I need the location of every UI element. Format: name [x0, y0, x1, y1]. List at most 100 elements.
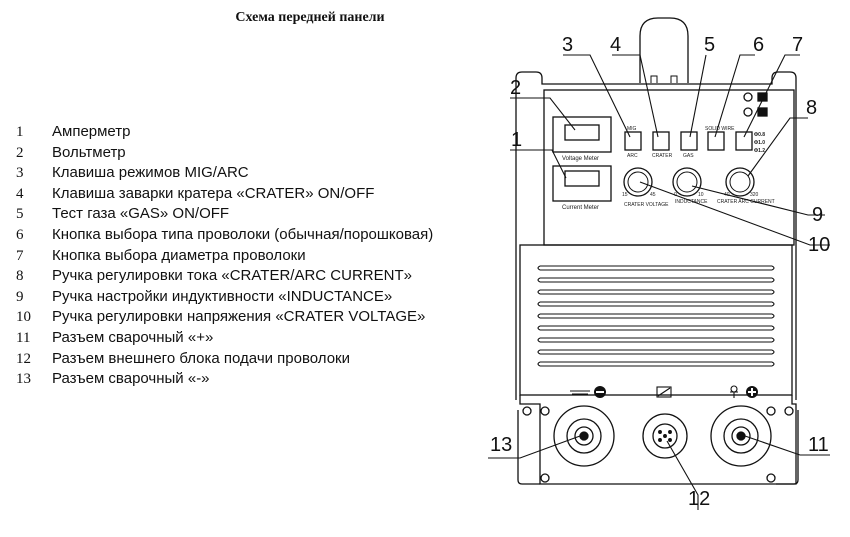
screw [540, 406, 550, 416]
voltmeter-frame [552, 116, 612, 153]
legend-number: 7 [16, 247, 24, 264]
ammeter-display [564, 170, 600, 187]
mig-arc-switch [624, 131, 642, 151]
callout-4: 4 [610, 34, 621, 56]
callout-11: 11 [808, 434, 829, 456]
dia-12-label: Φ1.2 [754, 148, 765, 154]
crater-voltage-knob [623, 167, 653, 197]
legend-item: 6 Кнопка выбора типа проволоки (обычная/п… [16, 225, 433, 246]
crater-voltage-knob-inner [627, 171, 649, 193]
wire-feeder-icon [656, 386, 672, 398]
indicator-lamp-2 [743, 107, 753, 117]
diagram-title: Схема передней панели [235, 10, 385, 25]
legend-number: 2 [16, 144, 24, 161]
ventilation-grille [537, 265, 775, 367]
mig-label: MIG [627, 126, 637, 132]
legend-number: 8 [16, 268, 24, 285]
legend-number: 3 [16, 165, 24, 182]
callout-8: 8 [806, 97, 817, 119]
legend-text: Тест газа «GAS» ON/OFF [52, 205, 230, 223]
callout-9: 9 [812, 204, 823, 226]
legend-item: 10 Ручка регулировки напряжения «CRATER V… [16, 307, 433, 328]
indicator-lamp-1 [743, 92, 753, 102]
legend-text: Амперметр [52, 123, 131, 140]
leader-lines [488, 54, 830, 510]
plus-socket-pin [736, 431, 746, 441]
callout-3: 3 [562, 34, 573, 56]
legend-number: 1 [16, 124, 24, 140]
legend-text: Кнопка выбора типа проволоки (обычная/по… [52, 225, 434, 243]
callout-12: 12 [688, 488, 710, 510]
left-foot [517, 410, 540, 485]
legend-text: Вольтметр [52, 143, 126, 161]
scale-10: 10 [698, 192, 704, 198]
dia-08-label: Φ0.8 [754, 132, 765, 138]
legend-number: 13 [16, 371, 31, 388]
plus-socket-core [731, 426, 751, 446]
callout-10: 10 [808, 234, 830, 256]
callout-5: 5 [704, 34, 715, 56]
voltmeter-display [564, 124, 600, 141]
wire-diameter-button [735, 131, 753, 151]
ammeter-frame [552, 165, 612, 202]
arc-current-label: CRATER ARC CURRENT [717, 199, 775, 205]
legend-text: Разъем сварочный «-» [52, 370, 210, 388]
voltage-meter-label: Voltage Meter [562, 156, 599, 162]
minus-socket-pin [579, 431, 589, 441]
screw [540, 473, 550, 483]
solid-wire-label: SOLID WIRE [705, 126, 735, 132]
legend-text: Ручка регулировки тока «CRATER/ARC CURRE… [52, 267, 412, 285]
feeder-socket-ring [652, 423, 678, 449]
legend-item: 13 Разъем сварочный «-» [16, 369, 433, 390]
legend-number: 9 [16, 288, 24, 305]
legend-number: 10 [16, 309, 31, 326]
feeder-socket-bezel [642, 413, 688, 459]
legend-number: 5 [16, 206, 24, 223]
legend-text: Разъем внешнего блока подачи проволоки [52, 349, 351, 367]
callout-1: 1 [511, 129, 522, 151]
crater-voltage-label: CRATER VOLTAGE [624, 202, 669, 208]
legend-item: 9 Ручка настройки индуктивности «INDUCTAN… [16, 287, 433, 308]
crater-label: CRATER [652, 153, 673, 159]
machine-body [519, 244, 793, 396]
legend-text: Ручка регулировки напряжения «CRATER VOL… [52, 308, 426, 326]
screw [766, 473, 776, 483]
minus-socket-bezel [553, 405, 615, 467]
legend-item: 8 Ручка регулировки тока «CRATER/ARC CURR… [16, 266, 433, 287]
current-meter-label: Current Meter [562, 205, 599, 211]
torch-minus-icon [570, 390, 590, 395]
carry-handle [639, 17, 689, 83]
scale-45: 45 [650, 192, 656, 198]
arc-label: ARC [627, 153, 638, 159]
legend-number: 6 [16, 226, 24, 243]
screw [522, 406, 532, 416]
arc-current-knob [725, 167, 755, 197]
inductance-knob-inner [676, 171, 698, 193]
callout-13: 13 [490, 434, 512, 456]
front-base [519, 395, 797, 485]
legend-text: Разъем сварочный «+» [52, 328, 214, 346]
gas-switch [680, 131, 698, 151]
callout-6: 6 [753, 34, 764, 56]
callout-7: 7 [792, 34, 803, 56]
dia-10-label: Φ1.0 [754, 140, 765, 146]
control-panel [543, 89, 795, 246]
legend-text: Ручка настройки индуктивности «INDUCTANC… [52, 287, 393, 305]
inductance-knob [672, 167, 702, 197]
gas-label: GAS [683, 153, 694, 159]
minus-socket-ring [566, 418, 602, 454]
arc-current-knob-inner [729, 171, 751, 193]
screw [784, 406, 794, 416]
scale-15: 15 [622, 192, 628, 198]
crater-switch [652, 131, 670, 151]
screw [766, 406, 776, 416]
plus-socket-bezel [710, 405, 772, 467]
electrode-plus-icon [730, 385, 738, 398]
legend-item: 2 Вольтметр [16, 143, 433, 164]
